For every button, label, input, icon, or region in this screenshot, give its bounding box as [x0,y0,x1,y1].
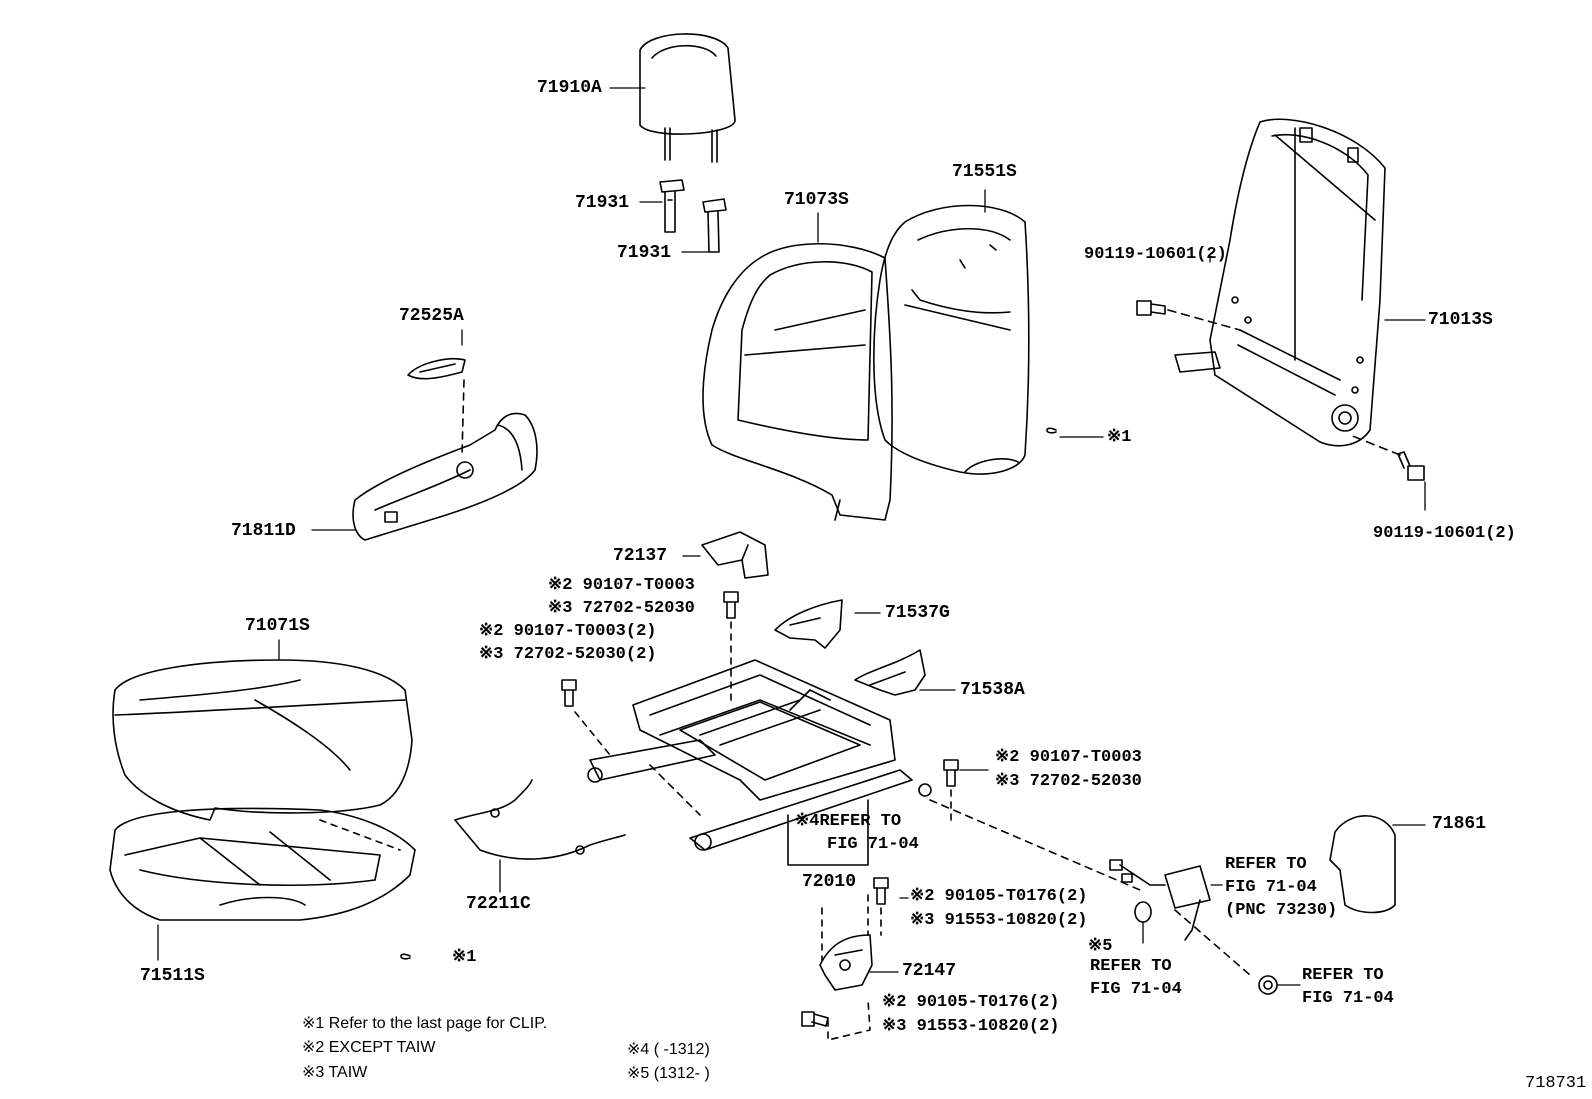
clip-ref-5 [1134,901,1152,923]
label-ref5-3: FIG 71-04 [1090,980,1182,999]
label-71931-upper: 71931 [575,193,630,213]
shield-71538a [854,649,926,696]
headrest [639,33,736,163]
leader-lines [157,87,1426,986]
seatback-frame [1174,118,1386,447]
label-72137: 72137 [613,546,668,566]
label-bolt-frame-bottom: 90119-10601(2) [1373,524,1516,543]
label-71071s: 71071S [245,616,310,636]
seat-belt-buckle [1109,859,1211,941]
leader-adjuster-dash-2 [929,799,1141,891]
label-ref5-1: ※5 [1088,937,1113,956]
label-71931-lower: 71931 [617,243,672,263]
label-71551s: 71551S [952,162,1017,182]
label-bolt-frame-top: 90119-10601(2) [1084,245,1227,264]
bolt-72702-right [943,759,959,787]
label-72010: 72010 [802,872,857,892]
leader-adjuster-dash-3 [1174,909,1251,976]
label-bolt-c-1: ※2 90107-T0003 [995,748,1142,767]
clip-symbol-cushion [400,953,411,960]
label-belt-ref-2: FIG 71-04 [1225,878,1317,897]
recliner-cover [352,412,538,541]
leader-adjuster-dash-1 [649,764,701,816]
footnote-4: ※4 ( -1312) [627,1041,710,1058]
footnote-5: ※5 (1312- ) [627,1065,710,1082]
bolt-72702-left [561,679,577,707]
label-clip-cushion: ※1 [452,948,477,967]
bracket-72147 [819,934,873,991]
label-bolt-d-1: ※2 90105-T0176(2) [910,887,1088,906]
clip-symbol-back [1046,427,1057,434]
label-adjuster-ref-1: ※4REFER TO [795,812,902,831]
label-nut-ref-2: FIG 71-04 [1302,989,1394,1008]
footnote-2: ※2 EXCEPT TAIW [302,1039,436,1056]
cushion-pad [109,807,416,921]
leader-bolt-left [574,711,611,756]
label-71511s: 71511S [140,966,205,986]
label-belt-ref-3: (PNC 73230) [1225,901,1338,920]
seatback-cover [702,242,893,521]
label-72211c: 72211C [466,894,531,914]
footnote-3: ※3 TAIW [302,1064,368,1081]
label-bolt-c-2: ※3 72702-52030 [995,772,1142,791]
leader-frame-bolt-bottom [1349,434,1401,456]
label-nut-ref-1: REFER TO [1302,966,1384,985]
label-bolt-a-1: ※2 90107-T0003 [548,576,695,595]
side-cover [1329,815,1396,914]
figure-number: 718731 [1525,1074,1587,1093]
label-clip-back: ※1 [1107,428,1132,447]
headrest-support-left [659,179,685,233]
nut-ref [1258,975,1278,995]
headrest-support-right [702,198,727,253]
cushion-cover [112,659,413,821]
label-bolt-e-2: ※3 91553-10820(2) [882,1017,1060,1036]
label-bolt-a-2: ※3 72702-52030 [548,599,695,618]
bracket-72010 [787,799,869,866]
label-71537g: 71537G [885,603,950,623]
label-bolt-b-2: ※3 72702-52030(2) [479,645,657,664]
bolt-91553-bottom [801,1011,829,1027]
leader-frame-bolt-top [1167,309,1241,331]
frame-bolt-top [1136,300,1166,316]
shield-71537g [774,599,843,649]
recliner-cover-knob [407,358,466,380]
lift-cable [454,779,626,860]
label-adjuster-ref-2: FIG 71-04 [827,835,919,854]
leader-knob [461,379,465,456]
label-ref5-2: REFER TO [1090,957,1172,976]
bolt-91553-top [873,877,889,905]
footnote-1: ※1 Refer to the last page for CLIP. [302,1015,548,1032]
seatback-pad [873,204,1030,475]
frame-bolt-bottom [1397,451,1425,481]
label-72525a: 72525A [399,306,464,326]
label-72147: 72147 [902,961,957,981]
leader-bolt-91553-bottom [827,999,871,1041]
seat-adjuster [587,659,932,851]
leader-cushion-dash [319,819,401,851]
bolt-72702-top [723,591,739,619]
label-belt-ref-1: REFER TO [1225,855,1307,874]
cover-72137 [701,531,769,579]
label-71073s: 71073S [784,190,849,210]
label-71013s: 71013S [1428,310,1493,330]
label-bolt-d-2: ※3 91553-10820(2) [910,911,1088,930]
label-71910a: 71910A [537,78,602,98]
label-71538a: 71538A [960,680,1025,700]
label-bolt-b-1: ※2 90107-T0003(2) [479,622,657,641]
label-71811d: 71811D [231,521,296,541]
label-71861: 71861 [1432,814,1487,834]
label-bolt-e-1: ※2 90105-T0176(2) [882,993,1060,1012]
